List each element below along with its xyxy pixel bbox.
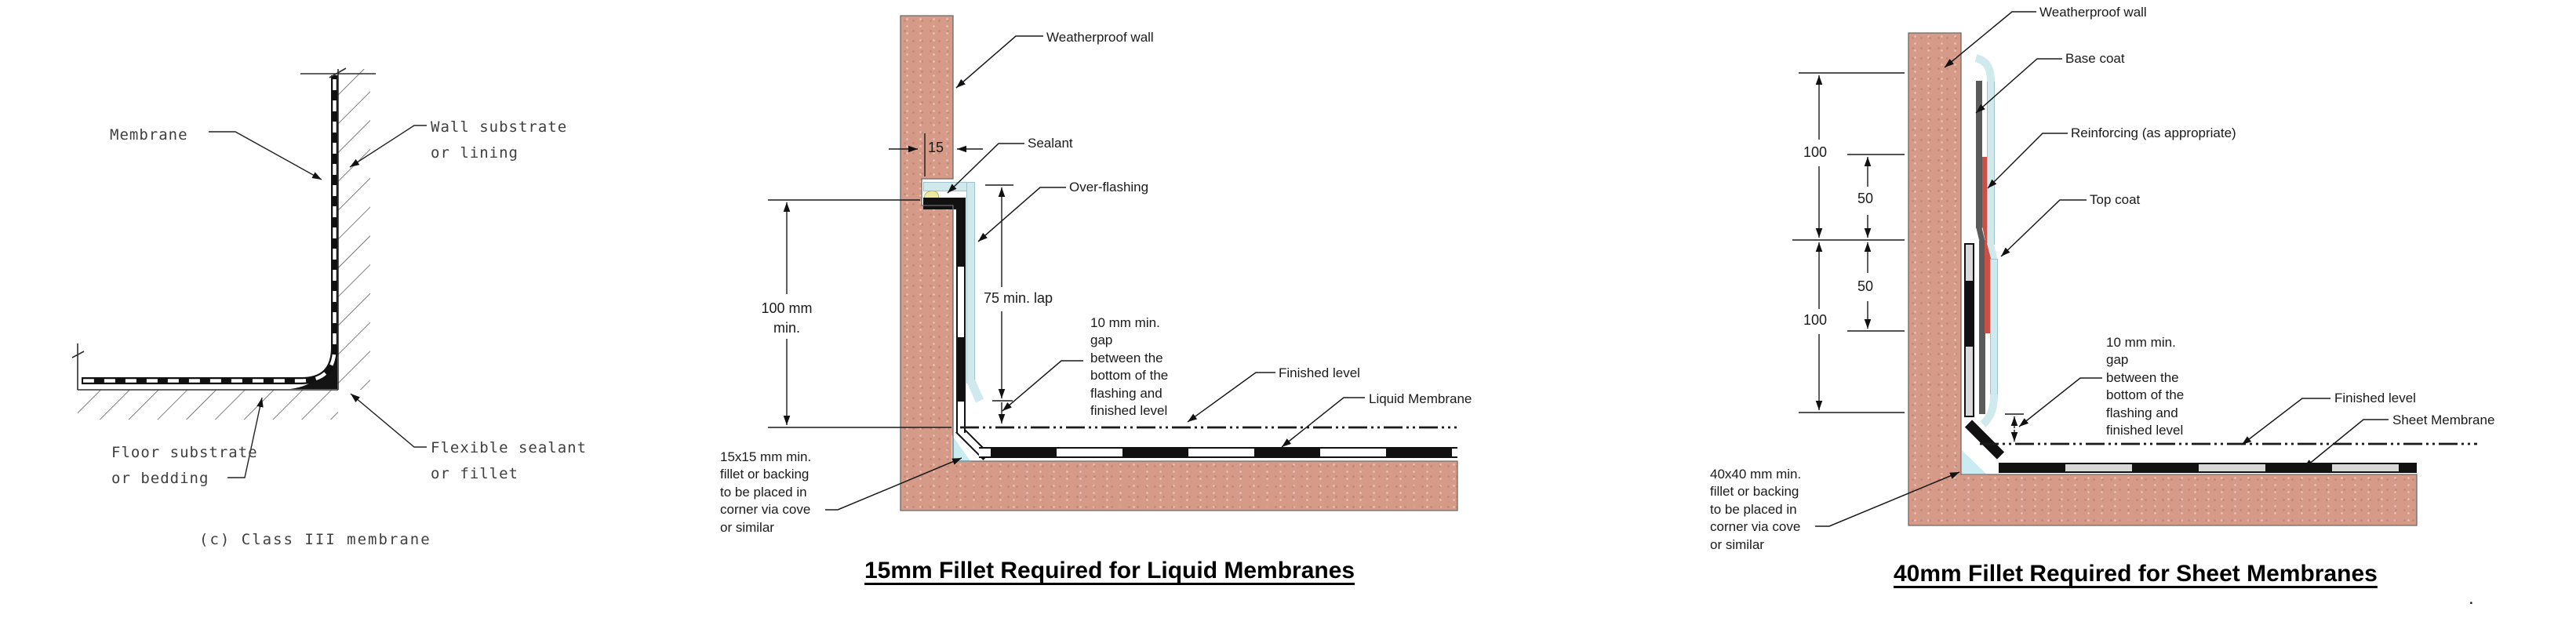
note-line: 10 mm min. <box>1090 315 1160 330</box>
class3-caption: (c) Class III membrane <box>199 531 431 548</box>
dim-75-lap: 75 min. lap <box>984 290 1053 306</box>
dim-15: 15 <box>928 140 944 155</box>
gap-note-liquid: 10 mm min. gap between the bottom of the… <box>1090 314 1168 420</box>
label-weatherproof-wall-liquid: Weatherproof wall <box>1046 30 1154 45</box>
base-coat-upper <box>1976 81 1982 228</box>
sheet-membrane-wall-bar <box>1964 243 1974 417</box>
note-line: between the <box>2106 369 2179 385</box>
dim-50-top: 50 <box>1857 191 1874 206</box>
note-line: bottom of the <box>1090 368 1169 384</box>
class3-linework <box>71 67 427 478</box>
note-line: to be placed in <box>1710 501 1797 517</box>
note-line: fillet or backing <box>1710 484 1799 500</box>
gap-note-sheet: 10 mm min. gap between the bottom of the… <box>2106 334 2184 439</box>
membrane-dash <box>958 198 964 267</box>
note-line: 10 mm min. <box>2106 335 2176 350</box>
liquid-membrane-notch-leg <box>923 198 965 209</box>
fillet-note-sheet: 40x40 mm min. fillet or backing to be pl… <box>1710 466 1801 554</box>
note-line: or similar <box>720 519 774 535</box>
label-line: or lining <box>431 144 518 162</box>
reinforcing-lower <box>1985 242 1991 333</box>
label-over-flashing: Over-flashing <box>1069 180 1149 194</box>
note-line: bottom of the <box>2106 387 2185 403</box>
reinforcing-jog <box>1982 226 1991 243</box>
label-top-coat: Top coat <box>2090 192 2141 207</box>
note-line: corner via cove <box>1710 519 1801 535</box>
label-flexible-sealant: Flexible sealant or fillet <box>431 435 587 487</box>
note-line: flashing and <box>1090 385 1162 401</box>
stray-dot: . <box>2469 592 2473 607</box>
label-line: Wall substrate <box>431 118 568 136</box>
label-floor-substrate: Floor substrate or bedding <box>111 440 258 492</box>
note-line: to be placed in <box>720 484 807 500</box>
label-sheet-membrane: Sheet Membrane <box>2392 413 2495 427</box>
label-finished-level-sheet: Finished level <box>2334 391 2416 405</box>
label-liquid-membrane: Liquid Membrane <box>1369 391 1472 406</box>
label-base-coat: Base coat <box>2065 51 2125 66</box>
note-line: corner via cove <box>720 502 811 518</box>
fillet-note-liquid: 15x15 mm min. fillet or backing to be pl… <box>720 449 811 536</box>
membrane-dash <box>958 337 964 402</box>
note-line: finished level <box>2106 423 2184 438</box>
membrane-dash <box>1966 281 1973 347</box>
note-line: or similar <box>1710 536 1764 552</box>
sheet-caption: 40mm Fillet Required for Sheet Membranes <box>1894 561 2378 587</box>
dim-line: min. <box>773 320 800 336</box>
label-reinforcing: Reinforcing (as appropriate) <box>2071 125 2236 140</box>
dim-100-top: 100 <box>1803 144 1828 160</box>
label-membrane: Membrane <box>110 126 188 144</box>
label-wall-substrate: Wall substrate or lining <box>431 115 567 166</box>
sheet-linework <box>1792 11 2477 527</box>
label-line: or fillet <box>431 465 518 482</box>
liquid-membrane-floor-bar <box>979 447 1457 458</box>
dim-line: 100 mm <box>761 300 813 316</box>
label-line: Floor substrate <box>111 444 258 461</box>
liquid-membrane-wall-bar <box>956 198 966 433</box>
liquid-floor <box>901 461 1457 511</box>
note-line: between the <box>1090 350 1163 365</box>
liquid-caption: 15mm Fillet Required for Liquid Membrane… <box>864 558 1355 583</box>
label-sealant: Sealant <box>1028 136 1073 151</box>
base-coat-lower <box>1979 241 1985 414</box>
liquid-wall <box>901 16 953 463</box>
note-line: finished level <box>1090 403 1168 419</box>
dim-50-bottom: 50 <box>1857 278 1874 294</box>
sheet-floor <box>1908 474 2417 525</box>
note-line: 15x15 mm min. <box>720 449 812 464</box>
note-line: fillet or backing <box>720 467 810 482</box>
liquid-linework <box>768 15 1458 511</box>
dim-100-bottom: 100 <box>1803 312 1828 328</box>
note-line: 40x40 mm min. <box>1710 467 1802 482</box>
note-line: gap <box>1090 333 1113 348</box>
note-line: flashing and <box>2106 405 2178 420</box>
dim-100mm-min: 100 mm min. <box>755 299 818 338</box>
label-line: or bedding <box>111 470 209 487</box>
note-line: gap <box>2106 352 2129 368</box>
label-finished-level-liquid: Finished level <box>1279 365 1360 380</box>
label-line: Flexible sealant <box>431 439 588 456</box>
label-weatherproof-wall-sheet: Weatherproof wall <box>2039 5 2147 20</box>
sheet-wall <box>1908 33 1961 476</box>
reinforcing-upper <box>1982 157 1988 227</box>
